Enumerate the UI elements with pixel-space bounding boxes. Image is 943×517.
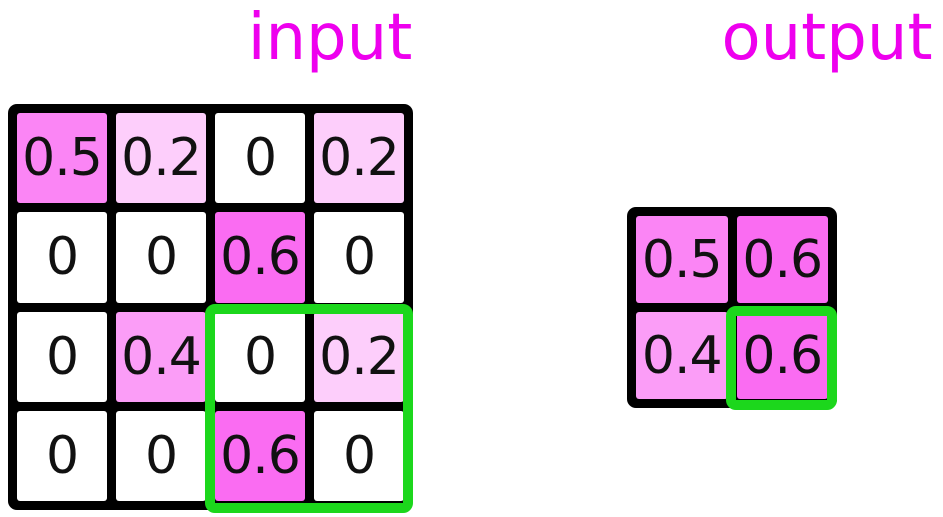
input-cell-r3c3: 0 <box>215 311 305 402</box>
input-cell-r2c2: 0 <box>116 212 206 303</box>
output-cell-r2c2: 0.6 <box>736 312 828 399</box>
output-cell-r1c2: 0.6 <box>736 216 828 303</box>
input-cell-r1c1: 0.5 <box>17 113 107 204</box>
input-cell-r3c4: 0.2 <box>314 311 404 402</box>
input-cell-r2c4: 0 <box>314 212 404 303</box>
input-title: input <box>247 1 413 75</box>
output-title: output <box>721 1 933 75</box>
input-cell-r2c1: 0 <box>17 212 107 303</box>
input-cell-r2c3: 0.6 <box>215 212 305 303</box>
input-cell-r4c2: 0 <box>116 410 206 501</box>
input-cell-r4c1: 0 <box>17 410 107 501</box>
input-cell-r1c2: 0.2 <box>116 113 206 204</box>
input-cell-r1c3: 0 <box>215 113 305 204</box>
input-cell-r4c4: 0 <box>314 410 404 501</box>
output-cell-r2c1: 0.4 <box>636 312 728 399</box>
input-cell-r1c4: 0.2 <box>314 113 404 204</box>
input-cell-r3c1: 0 <box>17 311 107 402</box>
output-cell-r1c1: 0.5 <box>636 216 728 303</box>
input-cell-r4c3: 0.6 <box>215 410 305 501</box>
input-cell-r3c2: 0.4 <box>116 311 206 402</box>
